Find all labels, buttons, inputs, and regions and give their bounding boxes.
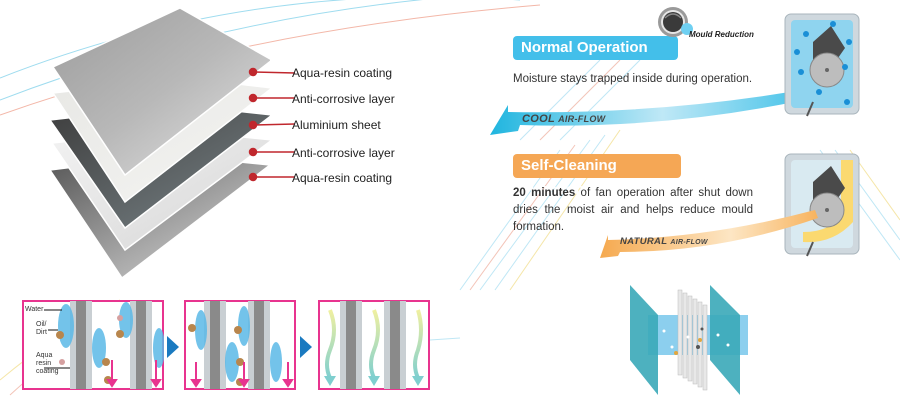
process-step-arrow-2 bbox=[300, 336, 312, 358]
layer-label-anti-corrosive-bottom: Anti-corrosive layer bbox=[292, 146, 395, 160]
layer-label-aqua-resin-top: Aqua-resin coating bbox=[292, 66, 393, 80]
sheet-aqua-resin-top bbox=[51, 7, 270, 177]
layer-pin-1 bbox=[248, 67, 258, 77]
layer-pin-lines bbox=[248, 67, 295, 182]
normal-operation-description: Moisture stays trapped inside during ope… bbox=[513, 73, 753, 85]
layer-label-anti-corrosive-top: Anti-corrosive layer bbox=[292, 92, 395, 106]
layer-pin-5 bbox=[248, 172, 258, 182]
process-panel-dirty bbox=[22, 300, 164, 390]
indoor-unit-self-cleaning-illustration bbox=[784, 153, 860, 257]
indoor-unit-normal-illustration bbox=[784, 13, 860, 117]
layer-label-aluminium: Aluminium sheet bbox=[292, 118, 381, 132]
mould-reduction-icon bbox=[658, 7, 693, 37]
legend-oil-dirt: Oil/ Dirt bbox=[36, 321, 47, 336]
layer-pin-3 bbox=[248, 120, 258, 130]
layer-label-aqua-resin-bottom: Aqua-resin coating bbox=[292, 171, 393, 185]
filter-fins-illustration bbox=[630, 285, 748, 395]
process-panel-washing bbox=[184, 300, 296, 390]
natural-airflow-arrow bbox=[600, 210, 818, 258]
self-cleaning-title: Self-Cleaning Function bbox=[513, 154, 681, 198]
self-cleaning-description: 20 minutes of fan operation after shut d… bbox=[513, 187, 753, 233]
process-panel-clean bbox=[318, 300, 430, 390]
normal-operation-title: Normal Operation bbox=[513, 36, 678, 60]
cool-airflow-arrow bbox=[490, 85, 835, 135]
layer-pin-4 bbox=[248, 147, 258, 157]
legend-water: Water bbox=[25, 306, 44, 313]
mould-reduction-label: Mould Reduction bbox=[689, 30, 754, 39]
process-step-arrow-1 bbox=[167, 336, 179, 358]
layered-fin-sheets-illustration bbox=[48, 7, 270, 280]
cool-airflow-label: COOL AIR-FLOW bbox=[522, 113, 606, 125]
legend-aqua-resin-coating: Aqua resin coating bbox=[36, 352, 59, 375]
natural-airflow-label: NATURAL AIR-FLOW bbox=[620, 236, 708, 247]
layer-pin-2 bbox=[248, 93, 258, 103]
